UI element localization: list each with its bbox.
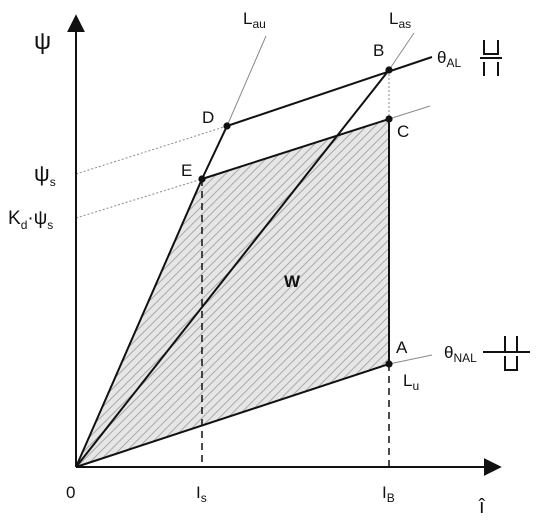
point-e-dot <box>198 175 206 183</box>
kd-psi-s-tick-label: Kd·ψs <box>8 208 53 232</box>
energy-area-w <box>76 119 389 467</box>
psi-s-tick-label: ψs <box>34 161 56 189</box>
kd-psi-s-dotted-line <box>75 178 203 219</box>
theta-al-label: θAL <box>437 48 461 70</box>
point-d-dot <box>223 122 231 130</box>
theta-nal-label: θNAL <box>444 343 477 365</box>
point-a-label: A <box>396 338 408 357</box>
magnetization-curve-0-e-c-a <box>75 117 390 468</box>
l-au-label: Lau <box>243 9 266 31</box>
y-axis-symbol: ψ <box>34 28 51 55</box>
point-b-dot <box>385 66 393 74</box>
line-0-b <box>75 69 390 468</box>
aligned-pulse-icon <box>480 40 502 76</box>
point-d-label: D <box>202 108 214 127</box>
theta-al-lower-extension-line <box>388 105 431 120</box>
l-u-label: Lu <box>403 371 419 393</box>
point-e-label: E <box>181 161 192 180</box>
x-axis-symbol: î <box>478 496 486 518</box>
psi-s-dotted-line <box>75 125 228 175</box>
point-c-dot <box>385 115 393 123</box>
is-tick-label: Is <box>196 483 207 505</box>
line-e-d <box>201 125 228 180</box>
point-c-label: C <box>397 122 409 141</box>
l-as-label: Las <box>389 9 411 31</box>
point-a-dot <box>385 360 393 368</box>
l-au-extension-line <box>226 35 267 127</box>
ib-tick-label: IB <box>382 483 395 505</box>
point-b-label: B <box>373 41 384 60</box>
line-d-b-theta-al <box>226 56 433 127</box>
area-w-label: W <box>284 272 301 291</box>
theta-nal-extension-line <box>388 354 433 365</box>
l-as-extension-line <box>388 32 415 71</box>
line-0-a-lu <box>75 363 390 468</box>
non-aligned-pulse-icon <box>492 336 530 371</box>
origin-label: 0 <box>66 483 75 502</box>
